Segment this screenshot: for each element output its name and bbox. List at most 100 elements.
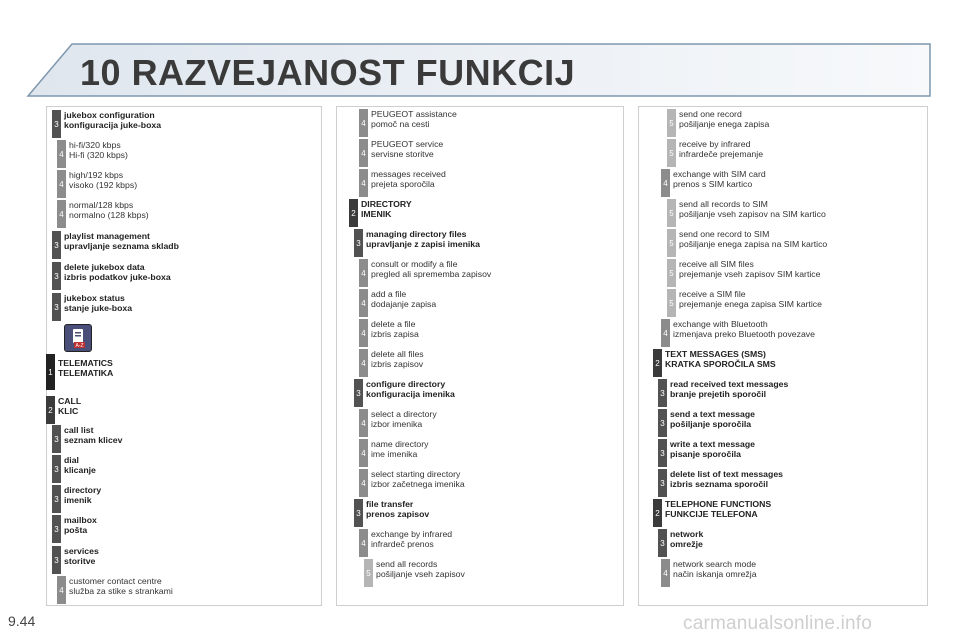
label-slovenian: prenos zapisov bbox=[366, 509, 430, 519]
level-badge: 5 bbox=[667, 229, 676, 257]
label-slovenian: ime imenika bbox=[371, 449, 418, 459]
label-english: TEXT MESSAGES (SMS) bbox=[665, 349, 766, 359]
level-badge: 3 bbox=[658, 409, 667, 437]
label-slovenian: infrardeč prenos bbox=[371, 539, 434, 549]
label-english: mailbox bbox=[64, 515, 97, 525]
label-english: read received text messages bbox=[670, 379, 789, 389]
level-badge: 4 bbox=[359, 439, 368, 467]
label-slovenian: prejemanje vseh zapisov SIM kartice bbox=[679, 269, 821, 279]
label-slovenian: imenik bbox=[64, 495, 92, 505]
label-english: delete a file bbox=[371, 319, 416, 329]
label-english: write a text message bbox=[670, 439, 755, 449]
label-english: select starting directory bbox=[371, 469, 461, 479]
label-slovenian: izbris zapisov bbox=[371, 359, 424, 369]
label-slovenian: pregled ali sprememba zapisov bbox=[371, 269, 492, 279]
label-slovenian: izbris podatkov juke-boxa bbox=[64, 272, 171, 282]
level-badge: 4 bbox=[57, 576, 66, 604]
level-badge: 4 bbox=[359, 409, 368, 437]
chapter-number: 10 bbox=[80, 52, 122, 93]
label-slovenian: pošiljanje enega zapisa bbox=[679, 119, 770, 129]
level-badge: 3 bbox=[52, 110, 61, 138]
label-slovenian: Hi-fi (320 kbps) bbox=[69, 150, 128, 160]
level-badge: 3 bbox=[52, 546, 61, 574]
menu-item-text: TEXT MESSAGES (SMS)KRATKA SPOROČILA SMS bbox=[665, 349, 776, 369]
label-english: messages received bbox=[371, 169, 446, 179]
level-badge: 4 bbox=[359, 319, 368, 347]
label-slovenian: dodajanje zapisa bbox=[371, 299, 437, 309]
label-slovenian: seznam klicev bbox=[64, 435, 123, 445]
level-badge: 3 bbox=[52, 425, 61, 453]
label-english: send all records to SIM bbox=[679, 199, 768, 209]
label-english: receive a SIM file bbox=[679, 289, 746, 299]
label-english: CALL bbox=[58, 396, 82, 406]
page-title: 10 RAZVEJANOST FUNKCIJ bbox=[80, 52, 575, 94]
level-badge: 4 bbox=[661, 169, 670, 197]
level-badge: 2 bbox=[349, 199, 358, 227]
chapter-title: RAZVEJANOST FUNKCIJ bbox=[131, 52, 576, 93]
label-slovenian: pisanje sporočila bbox=[670, 449, 741, 459]
label-slovenian: klicanje bbox=[64, 465, 96, 475]
label-english: network search mode bbox=[673, 559, 757, 569]
page-number: 9.44 bbox=[8, 613, 36, 629]
label-slovenian: IMENIK bbox=[361, 209, 392, 219]
label-english: receive all SIM files bbox=[679, 259, 754, 269]
label-english: call list bbox=[64, 425, 94, 435]
watermark: carmanualsonline.info bbox=[683, 613, 873, 634]
label-slovenian: prejeta sporočila bbox=[371, 179, 435, 189]
level-badge: 4 bbox=[57, 170, 66, 198]
level-badge: 3 bbox=[658, 439, 667, 467]
level-badge: 5 bbox=[667, 259, 676, 287]
label-slovenian: servisne storitve bbox=[371, 149, 434, 159]
label-english: consult or modify a file bbox=[371, 259, 458, 269]
level-badge: 4 bbox=[359, 169, 368, 197]
label-slovenian: stanje juke-boxa bbox=[64, 303, 133, 313]
label-slovenian: način iskanja omrežja bbox=[673, 569, 757, 579]
label-slovenian: konfiguracija juke-boxa bbox=[64, 120, 162, 130]
label-english: normal/128 kbps bbox=[69, 200, 134, 210]
label-english: delete all files bbox=[371, 349, 424, 359]
